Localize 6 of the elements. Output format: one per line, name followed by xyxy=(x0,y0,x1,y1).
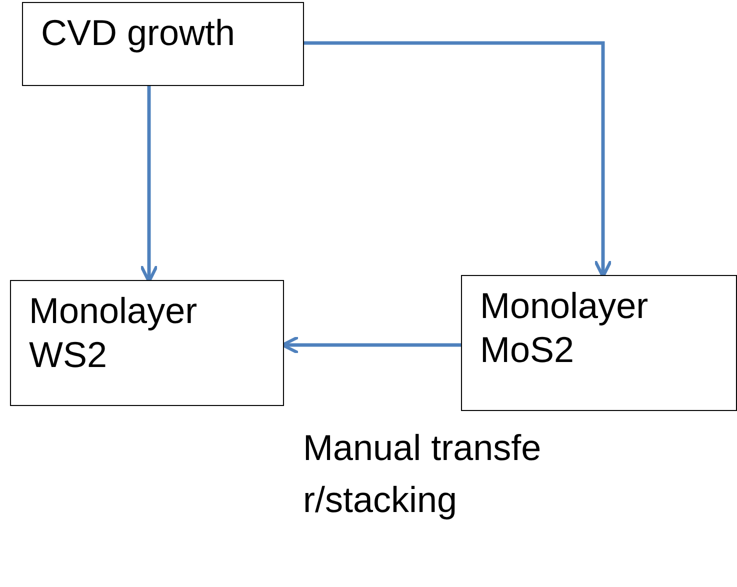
box-label: Monolayer WS2 xyxy=(29,289,198,377)
process-box xyxy=(10,280,284,406)
process-box xyxy=(22,2,304,86)
box-label: Monolayer MoS2 xyxy=(480,284,650,372)
process-box xyxy=(461,275,737,411)
box-label: CVD growth xyxy=(41,11,236,55)
